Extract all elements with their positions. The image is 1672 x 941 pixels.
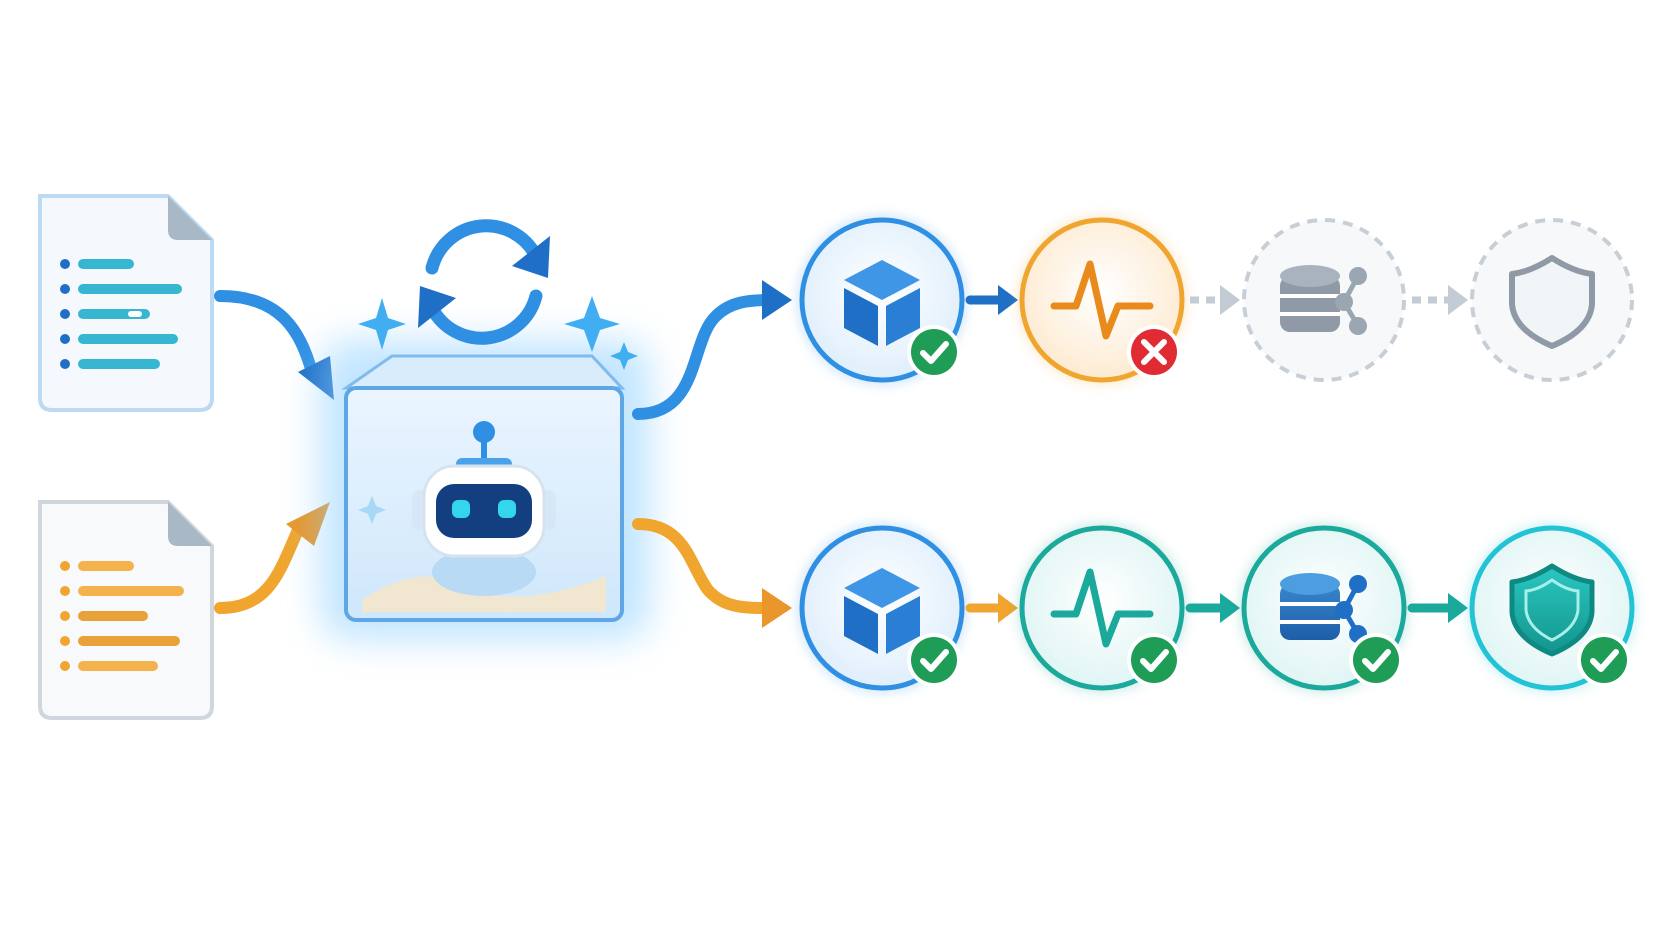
refresh-icon <box>418 219 550 345</box>
document-icon <box>38 194 214 412</box>
stage-pulse <box>1018 216 1186 384</box>
arrow-doc-blue-to-sandbox <box>214 290 334 400</box>
arrow-doc-orange-to-sandbox <box>214 502 330 614</box>
arrow-sandbox-to-pipeline-orange <box>632 518 792 628</box>
cube-icon <box>844 568 920 654</box>
text-lines <box>60 561 184 671</box>
connector-arrow <box>1190 285 1240 315</box>
stage-shield <box>1470 218 1634 382</box>
cube-icon <box>844 260 920 346</box>
text-lines <box>60 259 182 369</box>
pipeline-blue <box>798 216 1634 384</box>
stage-database-share <box>1240 524 1408 692</box>
shield-icon <box>1509 255 1595 349</box>
check-badge-icon <box>1577 633 1631 687</box>
database-share-icon <box>1280 265 1367 335</box>
arrow-sandbox-to-pipeline-blue <box>632 280 792 420</box>
pipeline-orange <box>798 524 1636 692</box>
check-badge-icon <box>907 633 961 687</box>
shield-icon <box>1509 563 1595 657</box>
connector-arrow <box>965 285 1018 315</box>
check-badge-icon <box>1127 633 1181 687</box>
fail-badge-icon <box>1127 325 1181 379</box>
stage-shield <box>1468 524 1636 692</box>
sandbox-container <box>320 219 650 640</box>
sparkle-icon <box>358 296 638 524</box>
connector-arrow <box>1185 593 1240 623</box>
connector-arrow <box>1407 593 1468 623</box>
pipelines <box>798 216 1636 692</box>
stage-database-share <box>1242 218 1406 382</box>
stage-cube <box>798 216 966 384</box>
pulse-icon <box>1050 568 1154 648</box>
check-badge-icon <box>907 325 961 379</box>
pulse-icon <box>1050 260 1154 340</box>
check-badge-icon <box>1349 633 1403 687</box>
connector-arrow <box>1412 285 1468 315</box>
stage-cube <box>798 524 966 692</box>
connector-arrow <box>965 593 1018 623</box>
document-icon <box>38 500 214 720</box>
stage-pulse <box>1018 524 1186 692</box>
robot-icon <box>412 421 556 596</box>
